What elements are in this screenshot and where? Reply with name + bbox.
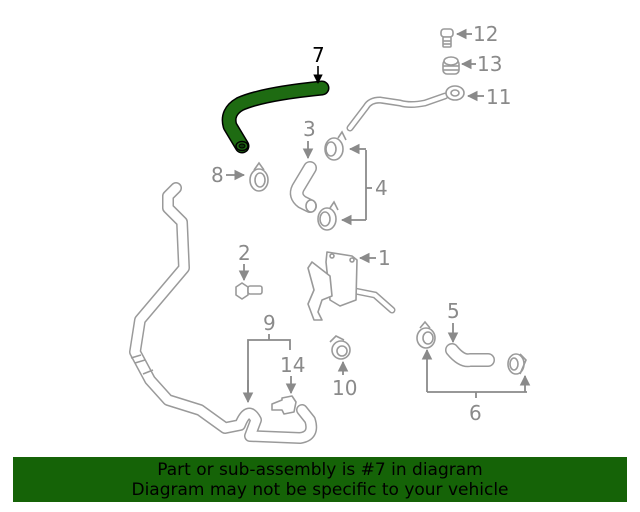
part-4-clamp-upper[interactable] bbox=[324, 130, 347, 161]
label-10: 10 bbox=[332, 376, 357, 400]
part-10-clamp[interactable] bbox=[329, 335, 351, 360]
info-banner: Part or sub-assembly is #7 in diagram Di… bbox=[13, 457, 627, 502]
label-9: 9 bbox=[263, 311, 276, 335]
part-13-grommet[interactable] bbox=[442, 56, 460, 75]
label-11: 11 bbox=[486, 85, 511, 109]
label-8: 8 bbox=[211, 163, 224, 187]
label-12: 12 bbox=[473, 22, 498, 46]
part-6-clamp-left[interactable] bbox=[416, 320, 436, 349]
banner-line-2: Diagram may not be specific to your vehi… bbox=[131, 480, 509, 500]
label-2: 2 bbox=[238, 241, 251, 265]
part-8-clamp[interactable] bbox=[249, 161, 269, 192]
part-12-plug[interactable] bbox=[440, 28, 454, 48]
label-6: 6 bbox=[469, 401, 482, 425]
parts-diagram: 7 12 13 11 3 bbox=[129, 22, 531, 444]
label-14: 14 bbox=[280, 353, 305, 377]
part-5-hose[interactable] bbox=[445, 343, 495, 368]
label-5: 5 bbox=[447, 299, 460, 323]
part-2-bolt[interactable] bbox=[235, 282, 263, 300]
part-11-pipe[interactable] bbox=[346, 85, 465, 132]
part-3-hose[interactable] bbox=[289, 161, 317, 213]
label-4: 4 bbox=[375, 176, 388, 200]
part-9-hose[interactable] bbox=[129, 182, 318, 444]
part-4-clamp-lower[interactable] bbox=[317, 200, 339, 231]
label-13: 13 bbox=[477, 52, 502, 76]
label-3: 3 bbox=[303, 117, 316, 141]
part-14-fitting[interactable] bbox=[271, 395, 297, 415]
part-1-oil-cooler[interactable] bbox=[307, 251, 396, 321]
part-6-clamp-right[interactable] bbox=[507, 353, 527, 375]
banner-line-1: Part or sub-assembly is #7 in diagram bbox=[157, 460, 483, 480]
label-1: 1 bbox=[378, 246, 391, 270]
label-7: 7 bbox=[312, 43, 325, 67]
part-7-hose[interactable] bbox=[221, 80, 330, 154]
